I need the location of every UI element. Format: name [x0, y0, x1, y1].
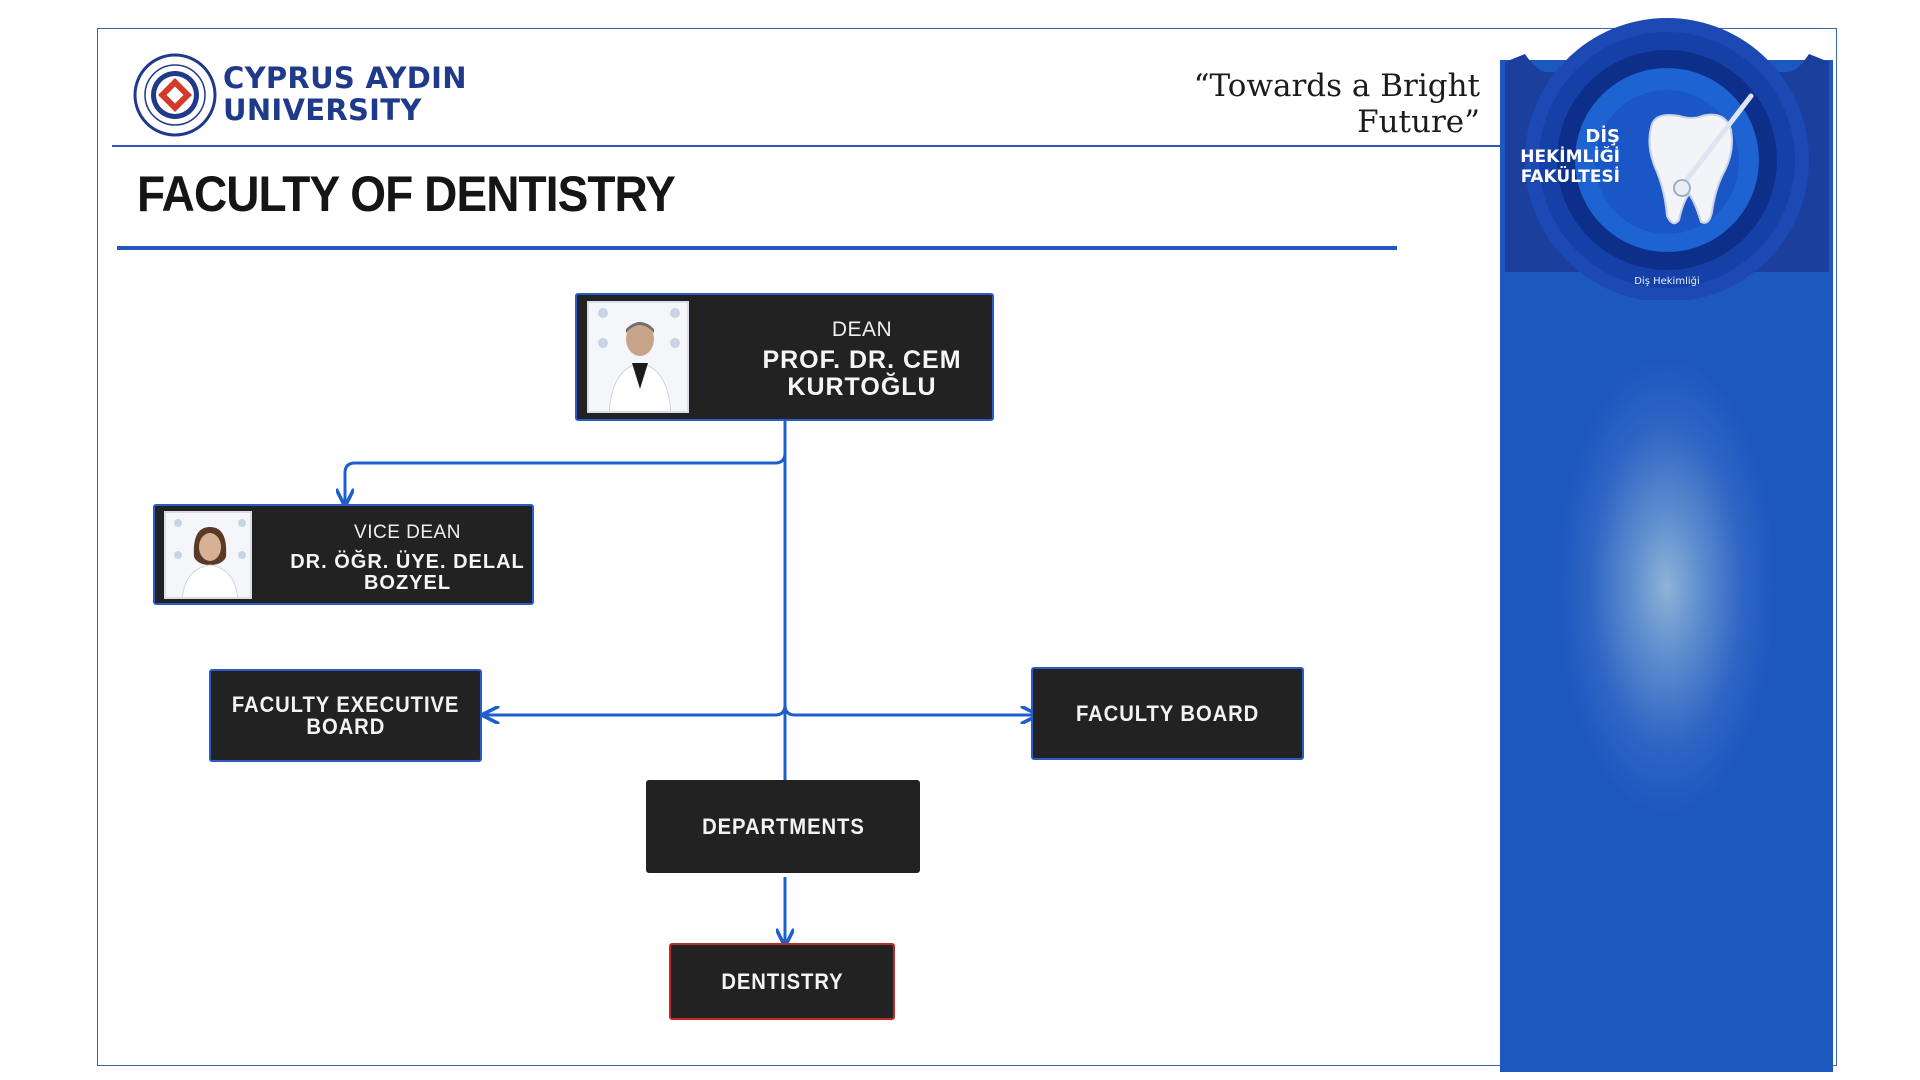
faculty-board-label: FACULTY BOARD [1075, 700, 1260, 726]
connector-to-vice-dean [345, 452, 787, 503]
dean-name-line1: PROF. DR. CEM [762, 346, 962, 374]
badge-caption: Diş Hekimliği [1634, 275, 1700, 287]
dentistry-box[interactable]: DENTISTRY [669, 943, 895, 1020]
university-name-line1: CYPRUS AYDIN [223, 61, 467, 95]
executive-board-line2: BOARD [306, 713, 385, 739]
vice-dean-name-line1: DR. ÖĞR. ÜYE. DELAL [290, 551, 525, 573]
faculty-board-box[interactable]: FACULTY BOARD [1031, 667, 1304, 760]
departments-box[interactable]: DEPARTMENTS [646, 780, 920, 873]
header-divider [112, 145, 1502, 147]
vice-dean-role: VICE DEAN [354, 522, 461, 543]
dean-text: DEAN PROF. DR. CEM KURTOĞLU [747, 317, 977, 401]
slide-frame [97, 28, 1837, 1066]
dentistry-label: DENTISTRY [720, 968, 844, 994]
university-name-line2: UNIVERSITY [223, 93, 422, 127]
dental-mirror-icon [1673, 93, 1754, 197]
title-underline [117, 246, 1397, 250]
university-name: CYPRUS AYDIN UNIVERSITY [223, 62, 467, 126]
executive-board-line1: FACULTY EXECUTIVE [231, 691, 460, 717]
dean-portrait-image [589, 303, 687, 411]
tooth-icon [1648, 113, 1733, 225]
vice-dean-text: VICE DEAN DR. ÖĞR. ÜYE. DELAL BOZYEL [290, 522, 525, 594]
vice-dean-name-line2: BOZYEL [363, 572, 452, 594]
slogan: “Towards a Bright Future” [1193, 68, 1480, 140]
connector-to-executive-board [485, 704, 787, 715]
dean-role: DEAN [831, 318, 893, 341]
vice-dean-box[interactable]: VICE DEAN DR. ÖĞR. ÜYE. DELAL BOZYEL [153, 504, 534, 605]
dean-photo [587, 301, 689, 413]
vice-dean-portrait-image [166, 513, 250, 597]
faculty-badge: DİŞ HEKİMLİĞİ FAKÜLTESİ Diş Hekimliği [1505, 18, 1829, 300]
dean-name-line2: KURTOĞLU [787, 373, 937, 401]
departments-label: DEPARTMENTS [701, 813, 865, 839]
connector-to-faculty-board [783, 704, 1035, 715]
vice-dean-photo [164, 511, 252, 599]
dean-box[interactable]: DEAN PROF. DR. CEM KURTOĞLU [575, 293, 994, 421]
badge-line3: FAKÜLTESİ [1521, 165, 1620, 187]
page-title: FACULTY OF DENTISTRY [137, 166, 676, 222]
badge-line2: HEKİMLİĞİ [1520, 145, 1620, 167]
executive-board-box[interactable]: FACULTY EXECUTIVE BOARD [209, 669, 482, 762]
university-seal-logo [133, 53, 217, 137]
badge-line1: DİŞ [1585, 125, 1620, 147]
